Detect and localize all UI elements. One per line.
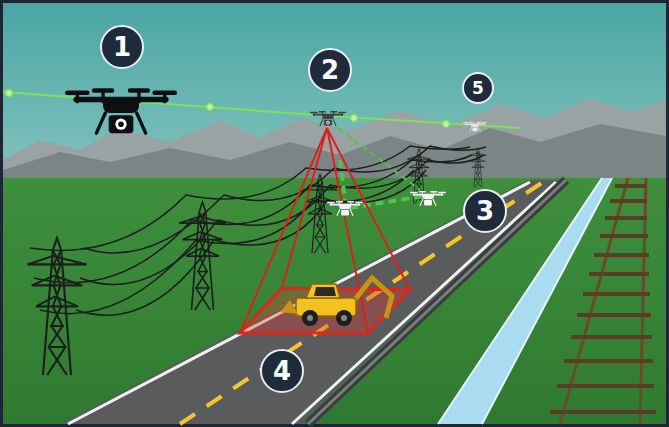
callout-text: 5 (472, 80, 484, 97)
callout-text: 3 (476, 198, 494, 224)
callout-number: 1 (100, 25, 144, 69)
callout-text: 2 (321, 57, 339, 83)
callout-text: 4 (273, 358, 291, 384)
callout-number: 4 (260, 349, 304, 393)
callout-number: 2 (308, 48, 352, 92)
callout-text: 1 (113, 34, 131, 60)
callout-number: 5 (462, 72, 494, 104)
callout-number: 3 (463, 189, 507, 233)
